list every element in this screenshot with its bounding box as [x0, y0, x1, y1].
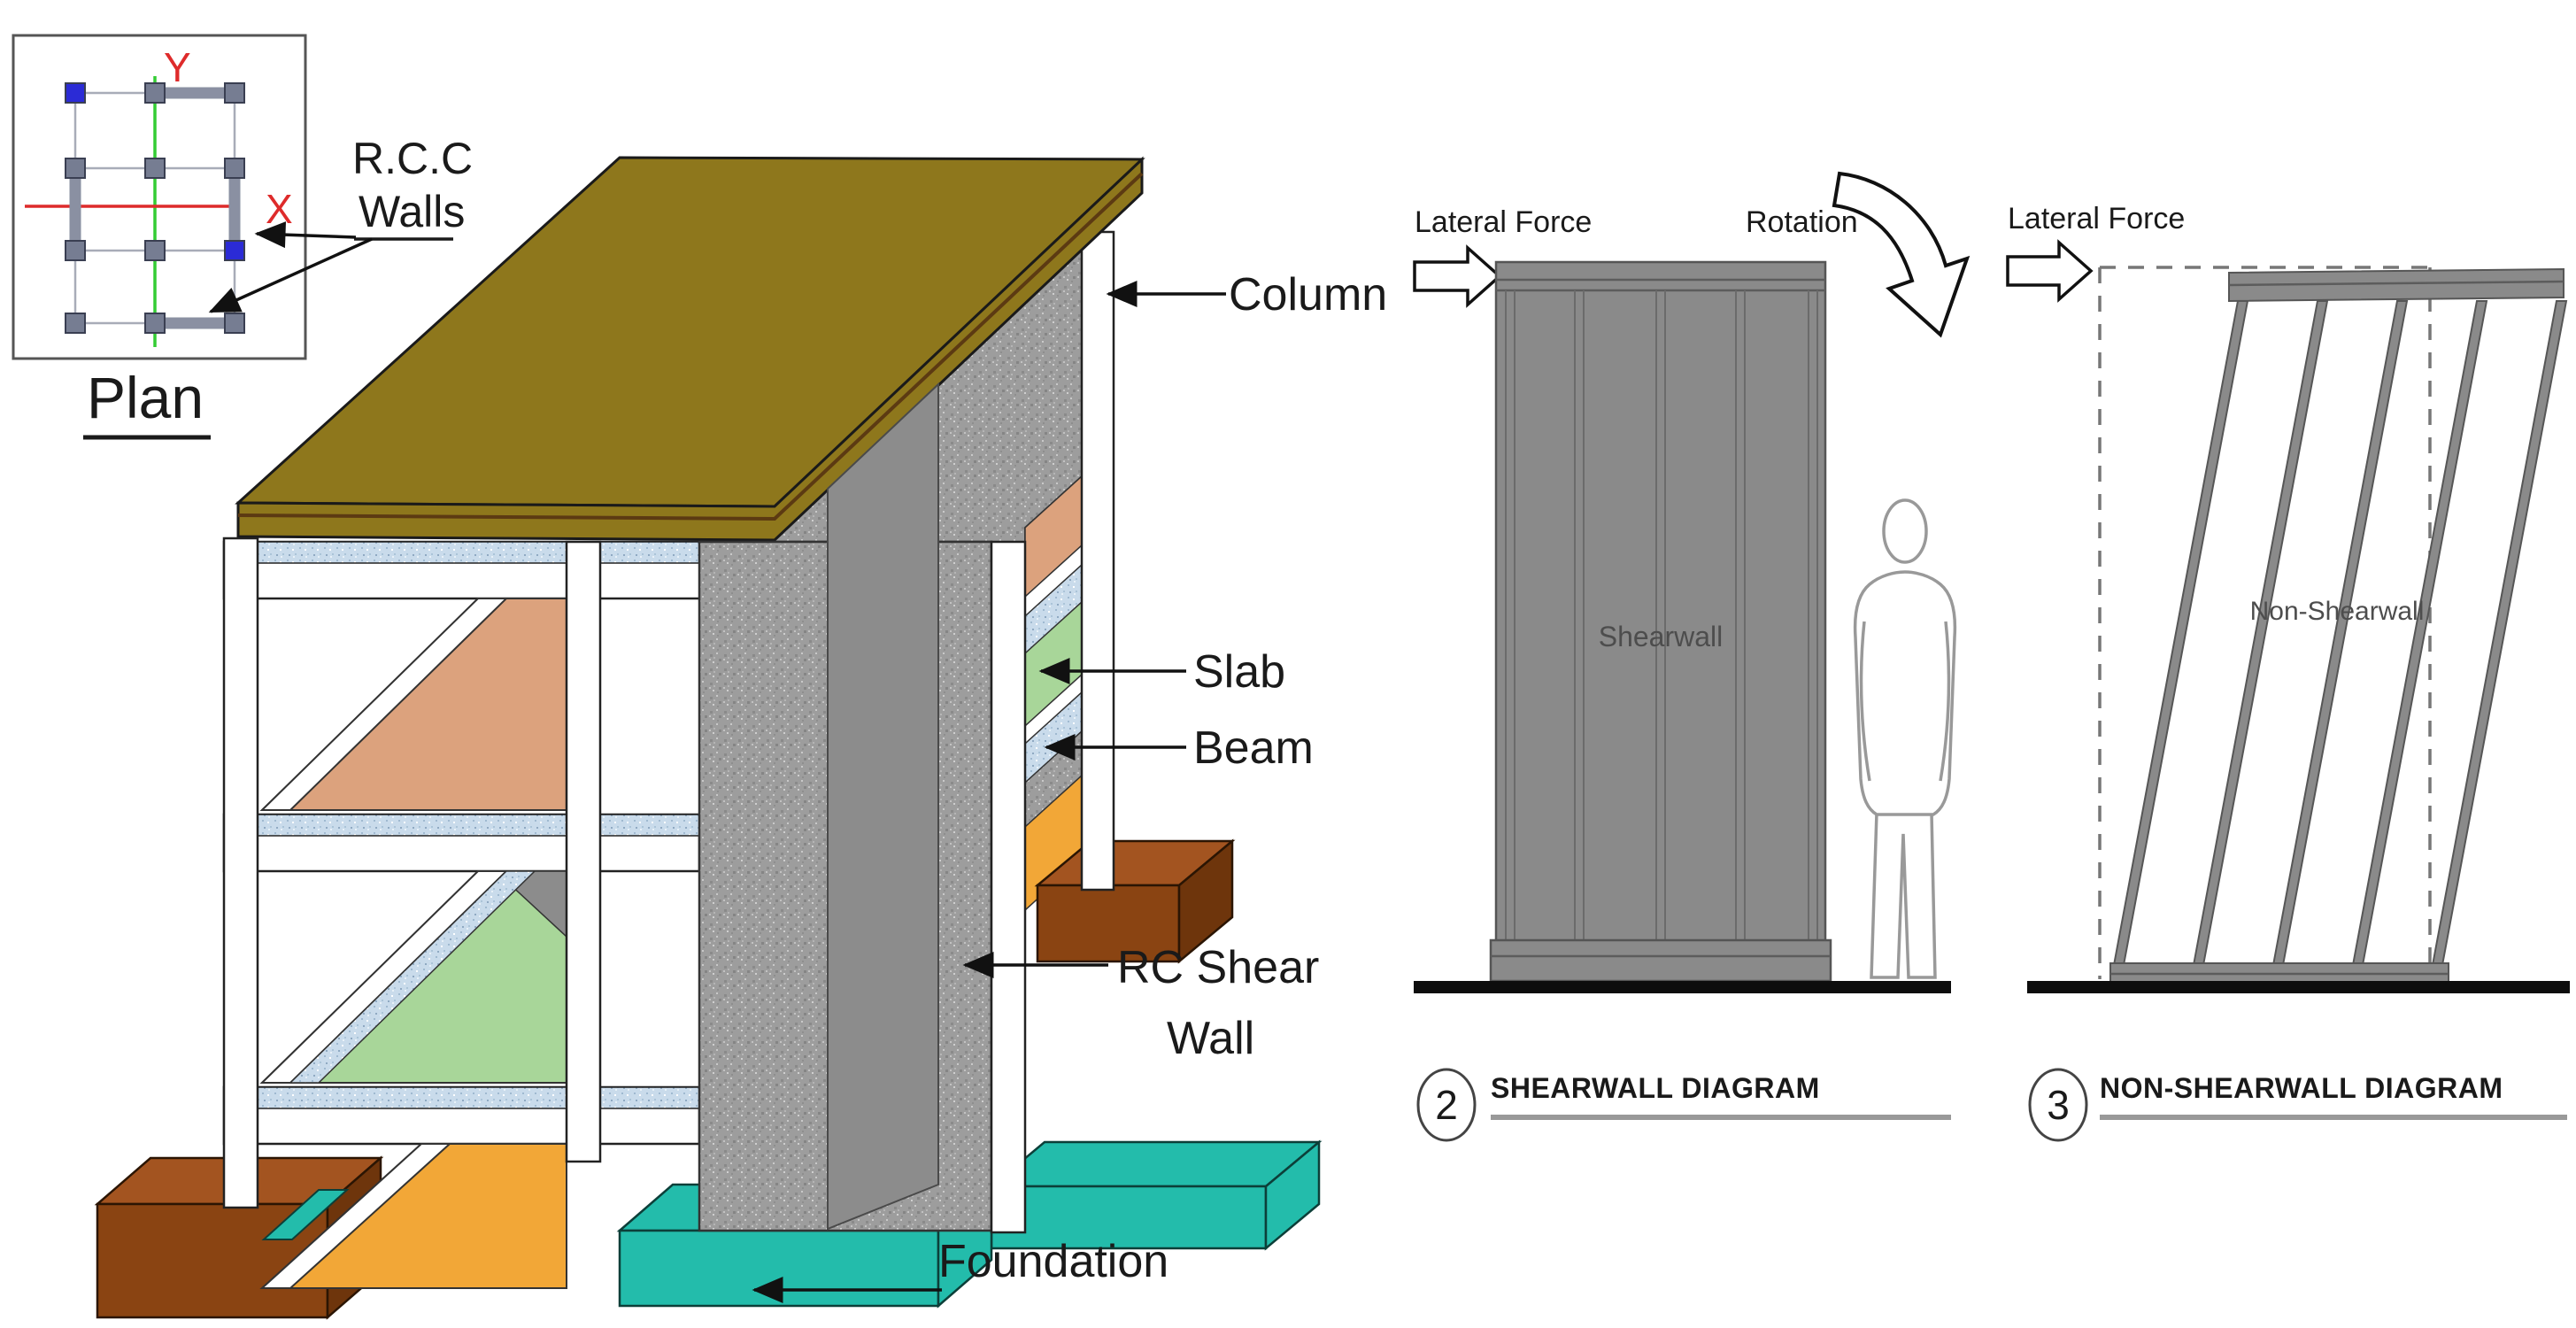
sw-number: 2 — [1435, 1082, 1458, 1128]
nsw-top-plate — [2228, 267, 2564, 303]
sw-title: SHEARWALL DIAGRAM — [1491, 1072, 1820, 1104]
plan-axis-x-label: X — [266, 186, 293, 232]
roof-slab — [235, 156, 1145, 542]
nsw-ground-line — [2027, 981, 2570, 993]
roof-edge-line — [237, 172, 1144, 521]
shear-wall-label-line2: Wall — [1167, 1013, 1254, 1064]
sw-lateral-force-arrow — [1413, 244, 1502, 308]
nsw-title: NON-SHEARWALL DIAGRAM — [2100, 1072, 2503, 1104]
foundation-label: Foundation — [938, 1236, 1168, 1287]
shear-wall-label-line1: RC Shear — [1117, 942, 1319, 993]
nsw-tilted-frame — [2109, 267, 2568, 987]
front-left-column — [222, 537, 259, 1209]
part-labels: Column Slab Beam RC Shear Wall Foundatio… — [752, 269, 1387, 1303]
roof-fascia — [236, 156, 1144, 542]
human-left-arm — [1859, 621, 1871, 782]
shear-wall-foundation-back — [988, 1139, 1323, 1251]
sw-wall: Shearwall — [1489, 260, 1832, 983]
plan-title: Plan — [87, 365, 204, 430]
nsw-original-position-dashed — [2098, 266, 2432, 979]
perpendicular-shear-wall — [827, 382, 939, 1231]
sw-wall-label: Shearwall — [1599, 621, 1724, 652]
sw-ground-line — [1414, 981, 1951, 993]
rcc-walls-label-line1: R.C.C — [352, 134, 473, 183]
non-shearwall-diagram: Lateral Force Non-Shearwall 3 NON-SHEARW… — [2006, 202, 2570, 1142]
rcc-walls-label-line2: Walls — [359, 187, 465, 236]
nsw-stud-4 — [2351, 300, 2488, 966]
nsw-stud-1 — [2112, 300, 2249, 966]
nsw-wall-label: Non-Shearwall — [2250, 597, 2425, 626]
nsw-number: 3 — [2047, 1082, 2070, 1128]
human-torso — [1853, 570, 1957, 816]
sw-wall-bottom-plate — [1489, 938, 1832, 983]
sw-lateral-force-label: Lateral Force — [1415, 205, 1592, 239]
sw-wall-stud-lines — [1505, 290, 1818, 940]
column-label: Column — [1229, 269, 1387, 320]
human-figure — [1853, 498, 1957, 979]
shearwall-diagram: Lateral Force Shearwall Rotation — [1413, 171, 1971, 1142]
opening-ground-storey — [259, 1143, 567, 1289]
opening-middle-storey — [259, 870, 567, 1084]
nsw-lateral-force-arrow — [2006, 239, 2094, 303]
slab-label: Slab — [1193, 646, 1285, 698]
nsw-stud-2 — [2192, 300, 2329, 966]
back-foundation-through-opening — [261, 1189, 350, 1240]
human-head — [1882, 498, 1928, 564]
rcc-arrow-right-wall — [254, 221, 357, 249]
rcc-arrow-bottom-wall — [208, 237, 373, 313]
plan-inset: Y X Plan R.C.C Walls — [12, 34, 473, 440]
human-legs — [1870, 811, 1937, 979]
depth-beam-middle — [289, 870, 536, 1084]
nsw-lateral-force-label: Lateral Force — [2008, 202, 2185, 235]
plan-rcc-walls — [69, 87, 241, 329]
sw-number-circle — [1416, 1068, 1477, 1142]
nsw-stud-5 — [2431, 300, 2568, 966]
beam-label: Beam — [1193, 722, 1314, 774]
plan-axis-y-label: Y — [164, 44, 191, 90]
sw-rotation-label: Rotation — [1746, 205, 1858, 239]
plan-column-nodes — [65, 82, 245, 334]
front-middle-column — [565, 540, 602, 1163]
human-right-arm — [1939, 621, 1951, 782]
opening-top-storey — [259, 598, 567, 811]
front-right-column — [990, 540, 1027, 1234]
sw-rotation-arrow — [1832, 171, 1971, 338]
nsw-number-circle — [2028, 1068, 2088, 1142]
nsw-stud-3 — [2271, 300, 2409, 966]
building-3d — [94, 156, 1323, 1320]
slab-top-edge-strip — [259, 598, 509, 811]
back-right-column — [1080, 230, 1115, 892]
right-bay-stack — [1024, 475, 1083, 912]
